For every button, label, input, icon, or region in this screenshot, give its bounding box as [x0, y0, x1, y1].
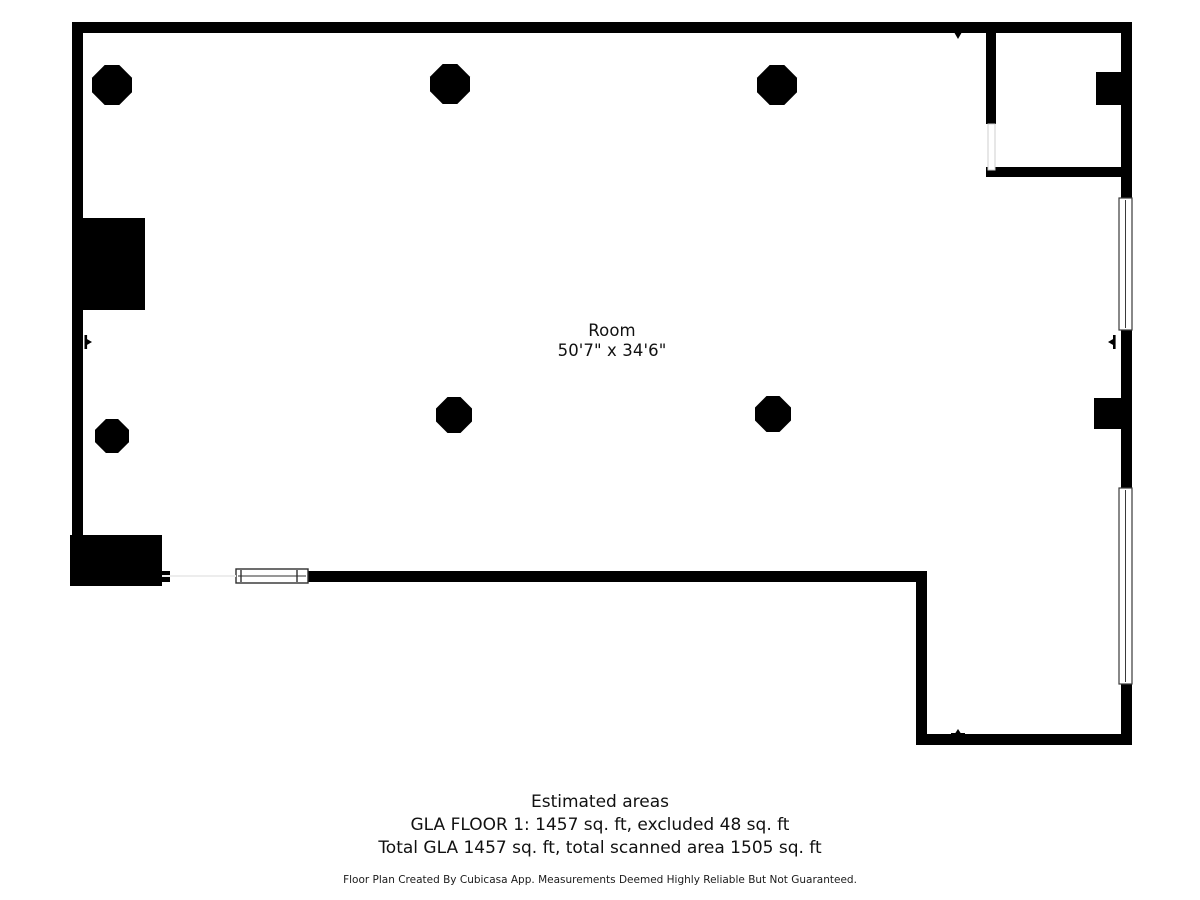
column-5: [436, 397, 472, 433]
window-right-upper: [1118, 197, 1133, 331]
gla-floor-line: GLA FLOOR 1: 1457 sq. ft, excluded 48 sq…: [410, 815, 790, 835]
room-label-name: Room: [588, 321, 636, 340]
windows: [162, 197, 1133, 685]
pillar-right-upper: [1096, 72, 1122, 105]
footer-area-summary: Estimated areas GLA FLOOR 1: 1457 sq. ft…: [0, 790, 1200, 887]
marker-left-icon: [84, 335, 92, 349]
room-label-dimensions: 50'7" x 34'6": [557, 341, 667, 360]
top-right-alcove: [986, 32, 1126, 177]
disclaimer-text: Floor Plan Created By Cubicasa App. Meas…: [343, 874, 857, 886]
wall-right-middle: [1121, 330, 1132, 488]
wall-left: [72, 22, 83, 586]
wall-notch-vertical: [916, 571, 927, 745]
column-4: [95, 419, 129, 453]
interior-floor-area: [82, 32, 1122, 745]
alcove-wall-bottom: [986, 167, 1126, 177]
marker-top-icon: [951, 30, 965, 39]
scan-markers: [84, 30, 1116, 736]
column-1: [92, 65, 132, 105]
column-6: [755, 396, 791, 432]
marker-bottom-icon: [951, 729, 965, 736]
wall-bottom-right-extension: [916, 734, 1132, 745]
pillar-left-lower: [70, 535, 162, 586]
octagonal-columns: [92, 64, 797, 453]
wall-bottom-main: [306, 571, 926, 582]
wall-right-top: [1121, 22, 1132, 198]
pillar-blocks: [70, 72, 1122, 586]
marker-right-icon: [1108, 335, 1116, 349]
column-3: [757, 65, 797, 105]
pillar-left-upper: [78, 218, 145, 310]
wall-right-bottom: [1121, 684, 1132, 745]
wall-top: [72, 22, 1132, 33]
floor-fill: [82, 32, 1122, 745]
alcove-door-opening: [987, 123, 996, 171]
window-bottom-left: [235, 568, 309, 584]
pillar-right-middle: [1094, 398, 1122, 429]
column-2: [430, 64, 470, 104]
alcove-wall-left-stub: [986, 32, 996, 124]
window-right-lower: [1118, 487, 1133, 685]
estimated-areas-title: Estimated areas: [530, 792, 670, 812]
total-gla-line: Total GLA 1457 sq. ft, total scanned are…: [378, 838, 822, 858]
